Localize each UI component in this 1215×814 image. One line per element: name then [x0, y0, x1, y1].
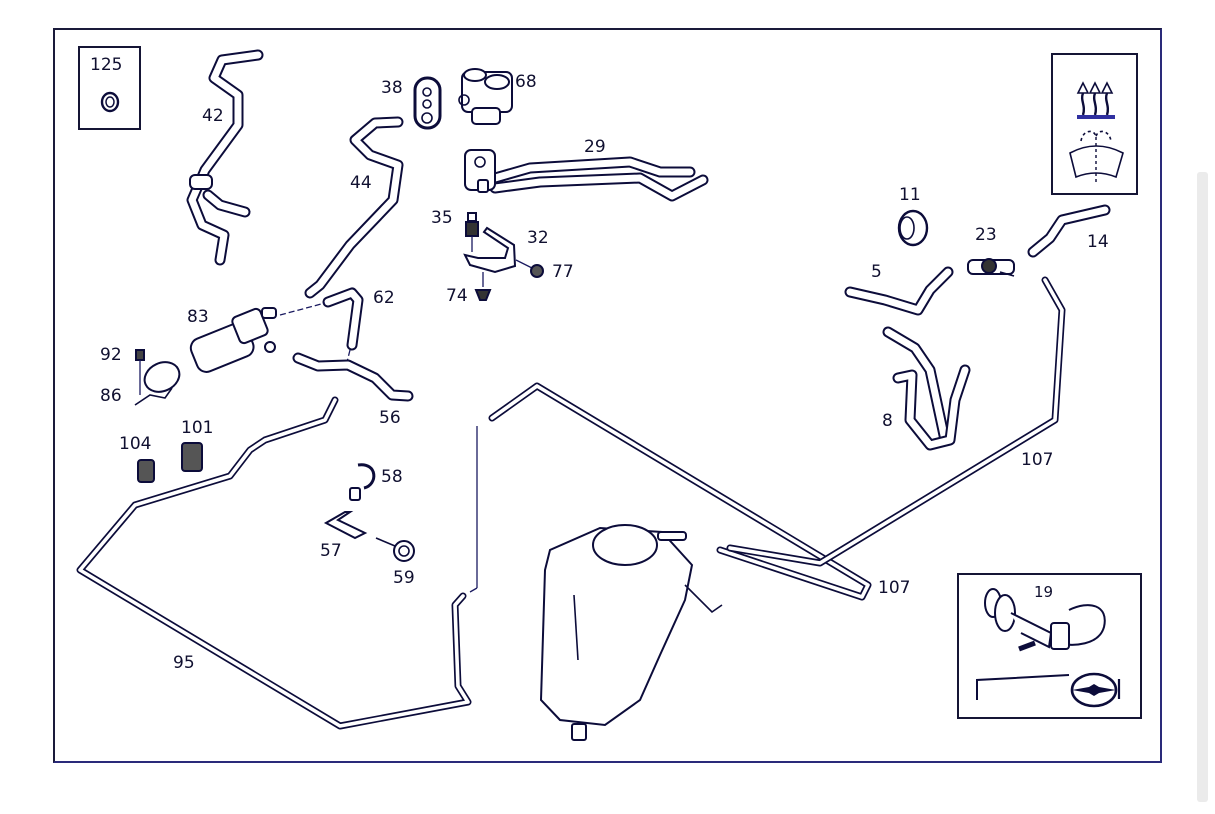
part-8-hose[interactable]: [882, 326, 971, 451]
wiper-arm-icon: [976, 672, 1121, 708]
callout-19[interactable]: 19: [1034, 583, 1054, 601]
part-57-bracket[interactable]: [323, 511, 368, 540]
callout-107-bottom[interactable]: 107: [878, 578, 911, 598]
part-59-screw[interactable]: [375, 537, 415, 562]
washer-reservoir[interactable]: [539, 524, 723, 741]
part-101-clip[interactable]: [181, 442, 203, 472]
callout-42[interactable]: 42: [202, 106, 224, 126]
callout-8[interactable]: 8: [882, 411, 893, 431]
callout-23[interactable]: 23: [975, 225, 997, 245]
part-23-connector[interactable]: [967, 258, 1015, 277]
inset-19-thermostat[interactable]: [957, 573, 1142, 719]
part-5-hose[interactable]: [844, 266, 954, 316]
part-56-hose[interactable]: [292, 352, 414, 402]
part-68-valve[interactable]: [458, 68, 513, 125]
callout-83[interactable]: 83: [187, 307, 209, 327]
callout-5[interactable]: 5: [871, 262, 882, 282]
part-14-hose[interactable]: [1027, 204, 1111, 258]
part-38-grommet[interactable]: [413, 76, 442, 130]
part-29-pipes[interactable]: [464, 149, 709, 202]
part-62-hose[interactable]: [279, 287, 364, 371]
part-107-pipe-lower[interactable]: [726, 276, 1066, 567]
part-77-nut[interactable]: [515, 259, 544, 278]
callout-104[interactable]: 104: [119, 434, 152, 454]
windshield-washer-icon: [1069, 130, 1124, 183]
part-92-screw[interactable]: [135, 349, 145, 395]
callout-77[interactable]: 77: [552, 262, 574, 282]
callout-125: 125: [90, 55, 123, 75]
callout-107-right[interactable]: 107: [1021, 450, 1054, 470]
part-35-sensor[interactable]: [465, 212, 479, 252]
callout-38[interactable]: 38: [381, 78, 403, 98]
part-44-hose[interactable]: [304, 116, 404, 299]
vertical-scrollbar[interactable]: [1197, 172, 1208, 802]
part-104-clip[interactable]: [137, 459, 155, 483]
callout-68[interactable]: 68: [515, 72, 537, 92]
callout-58[interactable]: 58: [381, 467, 403, 487]
callout-62[interactable]: 62: [373, 288, 395, 308]
callout-35[interactable]: 35: [431, 208, 453, 228]
inset-125-clamp[interactable]: [78, 46, 141, 130]
callout-14[interactable]: 14: [1087, 232, 1109, 252]
part-42-hose[interactable]: [186, 49, 264, 266]
diagram-frame: [53, 28, 1162, 763]
part-11-bushing[interactable]: [897, 209, 929, 247]
callout-11[interactable]: 11: [899, 185, 921, 205]
part-95-pipe[interactable]: [76, 396, 478, 730]
part-83-pump[interactable]: [188, 307, 277, 375]
callout-92[interactable]: 92: [100, 345, 122, 365]
callout-56[interactable]: 56: [379, 408, 401, 428]
thermostat-housing-icon: [984, 588, 1106, 652]
part-86-bracket[interactable]: [134, 357, 184, 406]
callout-95[interactable]: 95: [173, 653, 195, 673]
callout-57[interactable]: 57: [320, 541, 342, 561]
callout-86[interactable]: 86: [100, 386, 122, 406]
heater-defrost-icon: [1076, 81, 1115, 119]
callout-32[interactable]: 32: [527, 228, 549, 248]
callout-29[interactable]: 29: [584, 137, 606, 157]
legend-box: [1051, 53, 1138, 195]
part-107-pipe-upper[interactable]: [488, 382, 872, 601]
hose-clamp-icon: [100, 91, 120, 113]
part-32-bracket[interactable]: [463, 226, 517, 274]
part-58-clip[interactable]: [349, 463, 376, 501]
callout-74[interactable]: 74: [446, 286, 468, 306]
callout-59[interactable]: 59: [393, 568, 415, 588]
part-74-plug[interactable]: [474, 272, 492, 301]
callout-44[interactable]: 44: [350, 173, 372, 193]
callout-101[interactable]: 101: [181, 418, 214, 438]
